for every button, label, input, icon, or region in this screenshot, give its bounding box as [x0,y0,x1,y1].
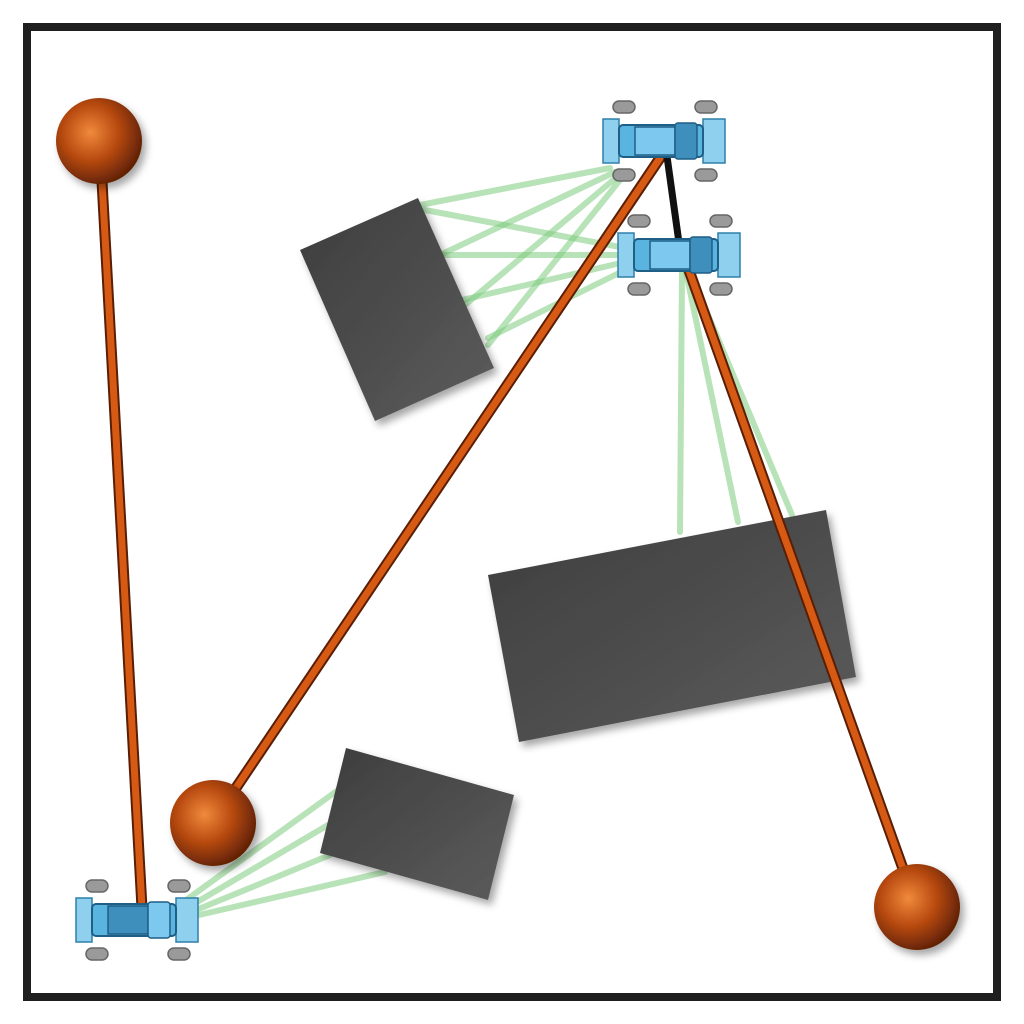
obstacle-center-right [488,510,856,742]
obstacle-upper-left [300,198,494,421]
arena-floor [27,27,997,997]
anchor-bottom-right [874,864,960,950]
arena-frame [23,23,1001,1001]
sensor-rays [172,165,795,921]
robot-top [602,100,726,182]
anchor-lower-left [170,780,256,866]
robot-middle [617,214,741,296]
anchor-top-left [56,98,142,184]
robot-link [661,138,684,254]
robot-bottom-left [75,879,199,961]
obstacle-lower-middle [320,748,514,900]
tethers [94,139,922,914]
